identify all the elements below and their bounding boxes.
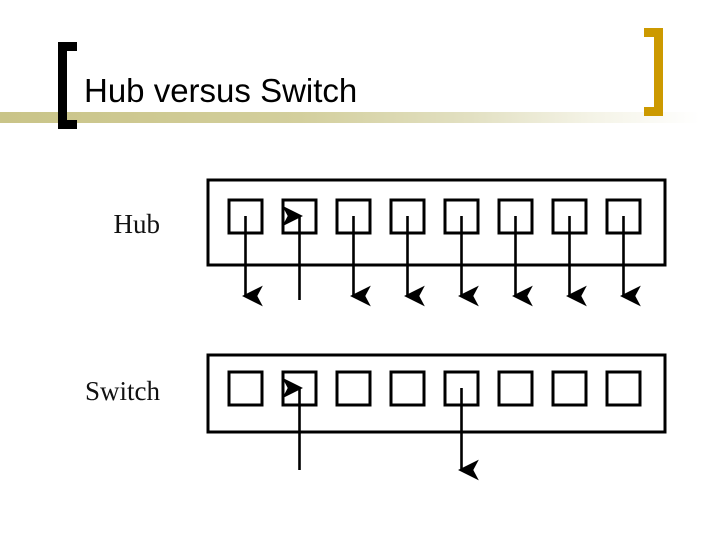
switch-diagram [206, 353, 667, 481]
switch-label: Switch [84, 376, 160, 406]
switch-port-4 [389, 370, 426, 407]
right-bracket-decoration [644, 28, 663, 116]
left-bracket-decoration [58, 42, 77, 129]
title-underline-rule [0, 112, 720, 123]
switch-chassis [206, 353, 667, 434]
switch-port-7 [551, 370, 588, 407]
switch-port-3 [335, 370, 372, 407]
page-title: Hub versus Switch [84, 72, 358, 109]
switch-port-1 [227, 370, 264, 407]
hub-label: Hub [113, 209, 161, 239]
switch-port-6 [497, 370, 534, 407]
hub-chassis [206, 178, 667, 267]
hub-diagram [206, 178, 667, 307]
switch-ports [227, 370, 642, 407]
switch-port-8 [605, 370, 642, 407]
hub-ports [227, 198, 642, 235]
